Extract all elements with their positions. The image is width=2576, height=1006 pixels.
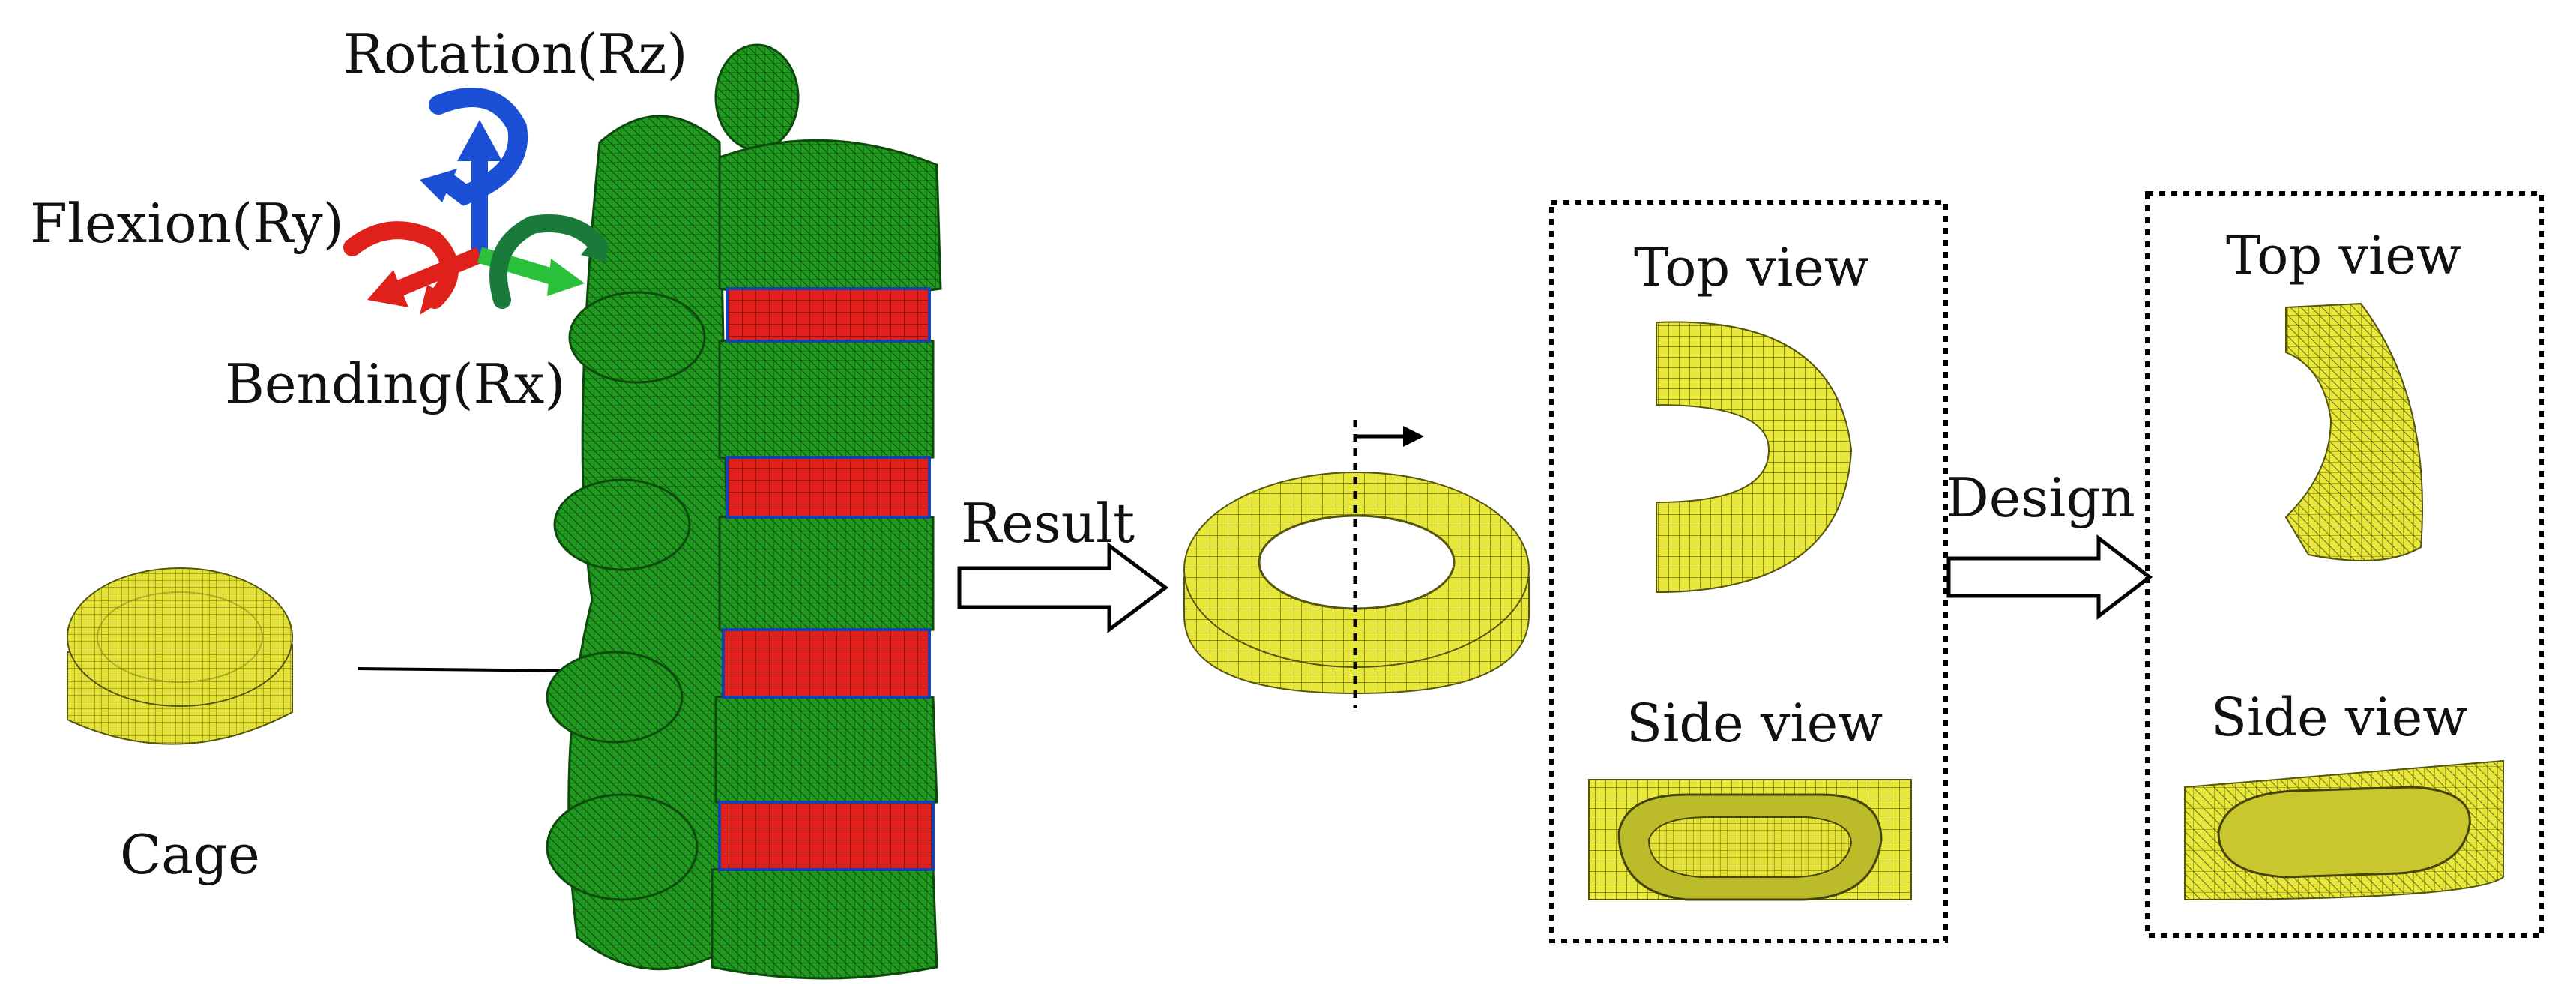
half-annulus-top-view bbox=[1656, 321, 1853, 594]
bending-arrow-icon bbox=[477, 214, 609, 309]
panel2-side-view-label: Side view bbox=[2211, 687, 2468, 748]
result-label: Result bbox=[961, 492, 1135, 555]
cage-design-side-view bbox=[2184, 759, 2504, 901]
design-views-panel bbox=[2145, 191, 2544, 938]
panel1-top-view-label: Top view bbox=[1634, 237, 1869, 298]
flexion-label: Flexion(Ry) bbox=[30, 192, 344, 255]
panel2-top-view-label: Top view bbox=[2226, 225, 2461, 286]
half-annulus-side-view bbox=[1588, 779, 1912, 901]
rotation-arrow-icon bbox=[420, 88, 528, 255]
result-views-panel bbox=[1549, 200, 1948, 943]
cage-design-top-view bbox=[2284, 302, 2423, 561]
panel1-side-view-label: Side view bbox=[1626, 693, 1883, 754]
spine-model bbox=[546, 43, 942, 980]
rotation-label: Rotation(Rz) bbox=[343, 22, 688, 85]
bending-label: Bending(Rx) bbox=[225, 352, 566, 415]
cage-model bbox=[67, 567, 293, 745]
flexion-arrow-icon bbox=[343, 221, 483, 315]
design-arrow bbox=[1946, 534, 2153, 621]
cage-label: Cage bbox=[120, 823, 260, 886]
design-label: Design bbox=[1946, 466, 2135, 529]
result-arrow bbox=[957, 542, 1169, 633]
